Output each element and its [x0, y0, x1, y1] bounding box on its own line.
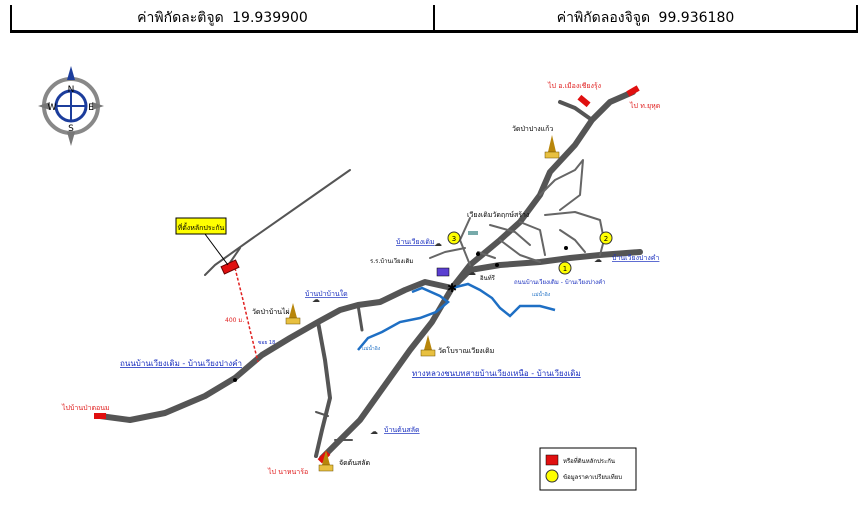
legend: หรือที่ดินหลักประกัน ข้อมูลราคาเปรียบเที… [539, 447, 637, 491]
pin-top [577, 94, 591, 108]
village-icon: ☁ [312, 295, 320, 304]
temple-icon [544, 135, 560, 159]
label-temple-1: วัดป่าปางแก้ว [512, 125, 553, 133]
road-west [97, 279, 455, 423]
label-temple-4: จัดต้นสลัด [339, 459, 370, 467]
label-village-3: บ้านเวียงปางคำ [612, 254, 659, 262]
label-river-1: แม่น้ำอิง [362, 343, 381, 352]
longitude-box: ค่าพิกัดลองจิจูด 99.936180 [433, 5, 858, 33]
site-marker [220, 259, 240, 275]
latitude-label: ค่าพิกัดละติจูด [137, 10, 224, 26]
label-distance: 400 ม. [225, 317, 244, 324]
compass-w: W [48, 103, 57, 113]
header: ค่าพิกัดละติจูด 19.939900 ค่าพิกัดลองจิจ… [0, 0, 868, 40]
temple-icon [420, 335, 436, 357]
label-village-2: บ้านเวียงเดิม [396, 238, 435, 246]
label-to-bottom: ไป นาหนาร้อ [267, 467, 308, 476]
road-northwest [204, 169, 351, 276]
label-bridge: ซอย 18 [258, 340, 275, 346]
label-school: ร.ร.บ้านเวียงเดิม [370, 257, 413, 265]
label-highway-main: ทางหลวงชนบทสายบ้านเวียงเหนือ - บ้านเวียง… [412, 369, 581, 378]
longitude-label: ค่าพิกัดลองจิจูด [556, 10, 651, 26]
svg-text:3: 3 [452, 235, 456, 243]
legend-item-1: หรือที่ดินหลักประกัน [563, 457, 615, 465]
compass-n: N [68, 85, 75, 95]
svg-text:2: 2 [604, 235, 608, 243]
label-road-right: ถนนบ้านเวียงเดิม - บ้านเวียงปางคำ [514, 278, 606, 286]
comparison-marker-3: 3 [447, 231, 461, 245]
road-branch-top [558, 100, 594, 122]
road-west-stub2 [315, 411, 329, 417]
school-icon [436, 267, 450, 277]
river [357, 282, 556, 351]
road-network [97, 89, 643, 461]
map: N S W E [38, 66, 660, 491]
longitude-value: 99.936180 [658, 10, 735, 26]
label-road-left: ถนนบ้านเวียงเดิม - บ้านเวียงปางคำ [120, 359, 242, 368]
label-temple-2: วัดป่าบ้านไผ่ [252, 307, 290, 316]
latitude-value: 19.939900 [232, 10, 308, 26]
village-icon: ☁ [434, 239, 442, 248]
temple-icon [285, 303, 301, 325]
label-market: อินท์รี [480, 274, 496, 282]
label-village-4: บ้านต้นสลัด [384, 426, 420, 434]
village-icon: ☁ [468, 268, 476, 277]
village-icon: ☁ [370, 427, 378, 436]
road-west-branch [314, 320, 332, 458]
compass-s: S [68, 124, 74, 134]
comparison-marker-2: 2 [599, 231, 613, 245]
legend-item-2: ข้อมูลราคาเปรียบเทียบ [563, 473, 622, 481]
comparison-marker-1: 1 [558, 261, 572, 275]
label-to-left: ไปบ้านป่าตอนม [61, 403, 110, 412]
label-office: เวียงเดิมวัดฤกษ์สร้าง [467, 211, 529, 219]
legend-site-swatch [545, 454, 559, 466]
label-temple-3: วัดโบราณเวียงเดิม [438, 346, 494, 355]
latitude-box: ค่าพิกัดละติจูด 19.939900 [10, 5, 435, 33]
label-to-top-right: ไป อ.เมืองเชียงรุ้ง [547, 81, 601, 90]
village-icon: ☁ [594, 255, 602, 264]
compass-e: E [88, 103, 94, 113]
bridge-icon: ✱ [447, 281, 457, 295]
office-icon [468, 231, 478, 235]
svg-text:1: 1 [563, 265, 567, 273]
pin-left [94, 413, 106, 419]
svg-text:ที่ตั้งหลักประกัน: ที่ตั้งหลักประกัน [178, 221, 225, 232]
label-river-2: แม่น้ำอิง [532, 289, 551, 298]
compass-icon: N S W E [38, 66, 104, 146]
label-to-top-right2: ไป ท.ยุหุด [629, 101, 660, 110]
temple-icon [318, 450, 334, 472]
road-west-stub [356, 303, 364, 332]
pin-bottom [317, 450, 331, 464]
distance-line [234, 267, 259, 363]
road-main [449, 89, 636, 291]
legend-marker-swatch [545, 469, 559, 483]
site-label: ที่ตั้งหลักประกัน [175, 217, 229, 266]
label-village-1: บ้านป่าบ้านใด [305, 289, 348, 298]
pin-top-right [626, 85, 640, 97]
